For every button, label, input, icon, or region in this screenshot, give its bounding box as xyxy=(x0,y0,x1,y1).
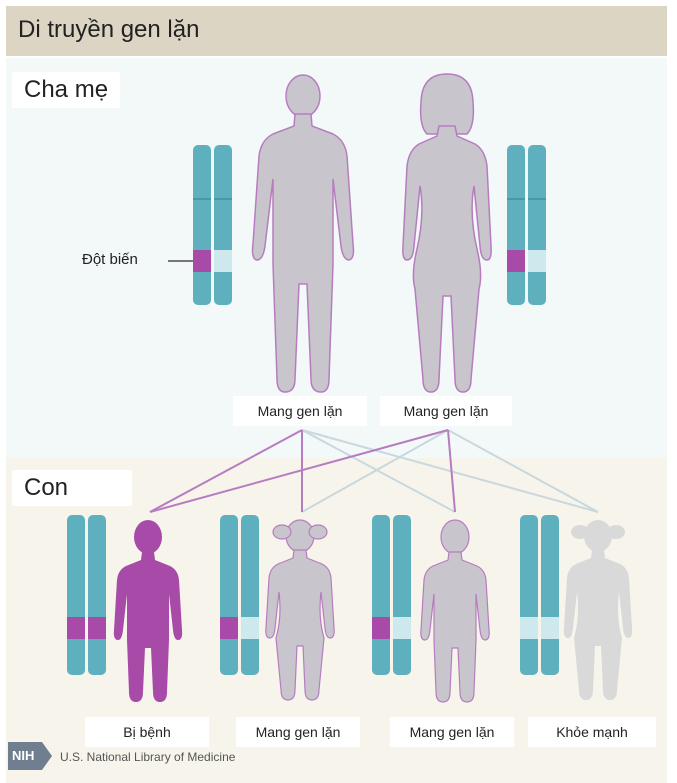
mutation-label: Đột biến xyxy=(82,251,138,268)
mutation-allele xyxy=(507,250,525,272)
child-caption-affected: Bị bệnh xyxy=(85,717,209,747)
line-normal xyxy=(301,429,599,513)
parents-section-label: Cha mẹ xyxy=(12,72,121,108)
child-caption-carrier: Mang gen lặn xyxy=(236,717,360,747)
father-caption: Mang gen lặn xyxy=(233,396,367,426)
child-affected-figure xyxy=(113,520,183,702)
child-caption-carrier: Mang gen lặn xyxy=(390,717,514,747)
child1-chromosome-pair xyxy=(67,515,106,675)
normal-allele xyxy=(528,250,546,272)
line-normal xyxy=(301,429,449,513)
father-figure xyxy=(251,74,355,393)
line-mutant xyxy=(149,429,449,513)
nih-logo-text: NIH xyxy=(12,748,35,763)
child2-chromosome-pair xyxy=(220,515,259,675)
title-bar: Di truyền gen lặn xyxy=(6,6,667,56)
page-title: Di truyền gen lặn xyxy=(18,16,200,43)
child-caption-healthy: Khỏe mạnh xyxy=(528,717,656,747)
child3-chromosome-pair xyxy=(372,515,411,675)
children-section-label: Con xyxy=(12,470,132,506)
mother-chromosome-pair xyxy=(507,145,546,305)
father-chromosome-pair xyxy=(193,145,232,305)
child-healthy-figure xyxy=(563,520,633,700)
nih-logo xyxy=(8,742,52,770)
parents-panel xyxy=(6,58,667,458)
child-carrier-girl-figure xyxy=(265,519,335,701)
line-normal xyxy=(447,429,599,513)
mother-figure xyxy=(402,73,492,393)
line-mutant xyxy=(447,429,456,513)
line-mutant xyxy=(149,429,303,513)
mutation-allele xyxy=(193,250,211,272)
line-normal xyxy=(301,429,456,513)
nlm-text: U.S. National Library of Medicine xyxy=(60,750,236,764)
normal-allele xyxy=(214,250,232,272)
child4-chromosome-pair xyxy=(520,515,559,675)
mother-caption: Mang gen lặn xyxy=(380,396,512,426)
inheritance-lines xyxy=(149,429,599,513)
child-carrier-boy-figure xyxy=(420,519,490,703)
